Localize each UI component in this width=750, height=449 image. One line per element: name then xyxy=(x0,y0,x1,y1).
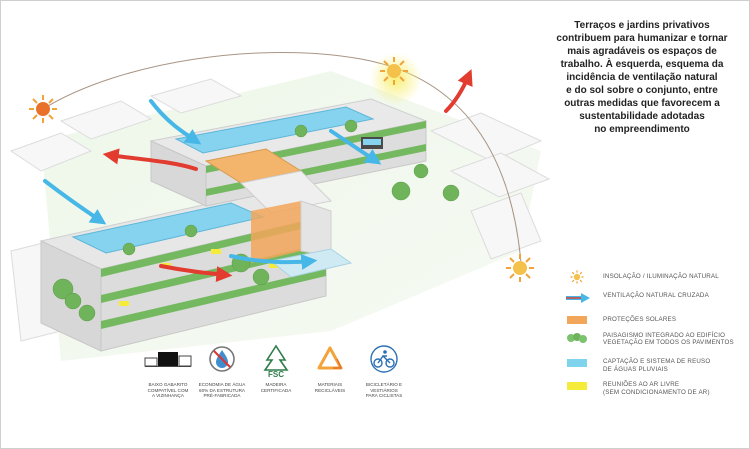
caption-line: e do sol sobre o conjunto, entre xyxy=(566,85,718,96)
legend-label: (SEM CONDICIONAMENTO DE AR) xyxy=(603,389,710,396)
recycle-icon xyxy=(317,346,343,370)
badge-label: BAIXO GABARITO COMPATÍVEL COM A VIZINHAN… xyxy=(147,382,189,399)
landscaping-swatch xyxy=(567,333,587,343)
badge-water-saving: ECONOMIA DE ÁGUA 60% DA ESTRUTURA PRÉ-FA… xyxy=(195,344,249,398)
caption-line: sustentabilidade adotadas xyxy=(579,111,705,122)
legend-label: REUNIÕES AO AR LIVRE xyxy=(603,381,680,388)
caption-line: trabalho. À esquerda, esquema da xyxy=(560,59,724,70)
sustainability-badges: BAIXO GABARITO COMPATÍVEL COM A VIZINHAN… xyxy=(141,344,411,434)
water-saving-icon xyxy=(209,346,235,372)
roof-water-upper xyxy=(174,106,375,154)
badge-label: MATERIAIS RECICLÁVEIS xyxy=(314,382,346,393)
badge-label: MADEIRA CERTIFICADA xyxy=(260,382,292,393)
caption-line: Terraços e jardins privativos xyxy=(574,20,710,31)
caption-line: incidência de ventilação natural xyxy=(566,72,718,83)
badge-recyclable: MATERIAIS RECICLÁVEIS xyxy=(303,344,357,393)
caption-line: mais agradáveis os espaços de xyxy=(567,46,717,57)
caption-line: contribuem para humanizar e tornar xyxy=(556,33,728,44)
sun-icon xyxy=(506,254,534,282)
badge-fsc: FSC MADEIRA CERTIFICADA xyxy=(249,344,303,393)
bicycle-icon xyxy=(370,345,398,373)
sun-icon xyxy=(380,57,408,85)
caption: Terraços e jardins privativos contribuem… xyxy=(549,19,735,136)
ventilation-arrows xyxy=(43,69,473,283)
rainwater-swatch xyxy=(567,359,587,367)
legend-label: DE ÁGUAS PLUVIAIS xyxy=(603,366,668,373)
solar-protection-swatch xyxy=(567,316,587,324)
sun-path-arc xyxy=(42,52,522,264)
legend-label: CAPTAÇÃO E SISTEMA DE REUSO xyxy=(603,358,711,365)
legend-label: PAISAGISMO INTEGRADO AO EDIFÍCIO xyxy=(603,332,726,339)
badge-label: BICICLETÁRIO E VESTIÁRIOS PARA CICLISTAS xyxy=(365,382,403,399)
outdoor-meeting-swatch xyxy=(567,382,587,390)
sun-icon xyxy=(29,95,57,123)
badge-low-profile: BAIXO GABARITO COMPATÍVEL COM A VIZINHAN… xyxy=(141,344,195,398)
badge-bicycle: BICICLETÁRIO E VESTIÁRIOS PARA CICLISTAS xyxy=(357,344,411,398)
low-profile-building-icon xyxy=(144,352,192,367)
legend-label: VEGETAÇÃO EM TODOS OS PAVIMENTOS xyxy=(603,339,734,346)
cross-ventilation-arrow-icon xyxy=(566,293,590,303)
badge-label: ECONOMIA DE ÁGUA 60% DA ESTRUTURA PRÉ-FA… xyxy=(198,382,246,399)
fsc-mark: FSC xyxy=(268,370,284,378)
fsc-icon: FSC xyxy=(263,344,289,379)
legend-label: VENTILAÇÃO NATURAL CRUZADA xyxy=(603,292,709,299)
caption-line: outras medidas que favorecem a xyxy=(564,98,720,109)
legend-label: INSOLAÇÃO / ILUMINAÇÃO NATURAL xyxy=(603,273,719,280)
legend-label: PROTEÇÕES SOLARES xyxy=(603,316,677,323)
caption-line: no empreendimento xyxy=(594,124,690,135)
sun-icon xyxy=(570,270,584,284)
